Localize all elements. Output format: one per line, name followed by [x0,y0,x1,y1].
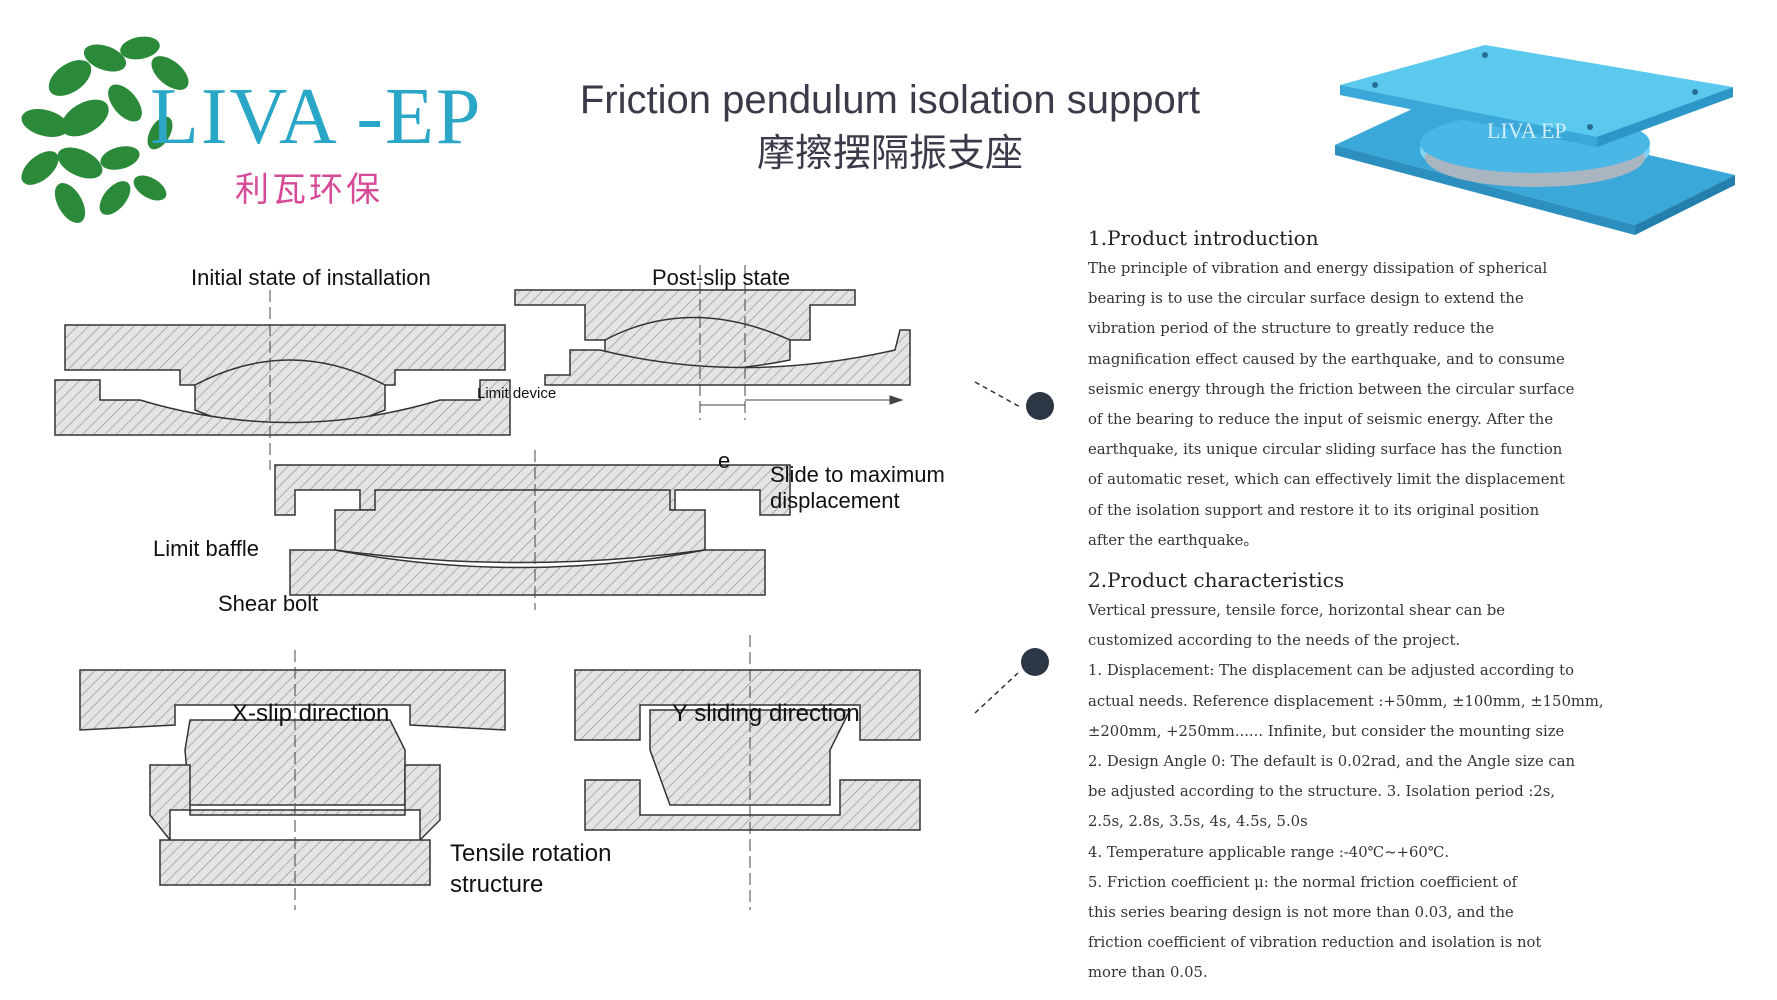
connector-lines [974,381,1023,714]
section-body-characteristics: Vertical pressure, tensile force, horizo… [1088,602,1604,982]
initial-bottom-plate [54,379,511,436]
x-slip-top-plate [79,669,506,731]
post-slip-top-plate [514,289,856,341]
label-slide-max-2: displacement [770,488,900,513]
baffle-slider [334,489,706,564]
product-brand-mark: LIVA EP [1487,118,1567,143]
label-limit-device: Limit device [477,385,557,402]
bullet-dot [1026,392,1054,420]
logo-brand: LIVA -EP [150,73,483,161]
label-initial-state: Initial state of installation [191,265,431,290]
label-e-symbol: e [718,448,731,473]
label-tensile-1: Tensile rotation [450,840,612,867]
baffle-bottom-plate [289,549,766,596]
y-slide-top-plate [574,669,921,741]
label-x-slip: X-slip direction [232,700,390,727]
label-limit-baffle: Limit baffle [153,536,259,561]
post-slip-bottom-plate [544,329,911,386]
bearing-3d-image [1335,45,1735,235]
page-title: Friction pendulum isolation support [579,78,1201,122]
y-slide-base [584,779,921,831]
text-column: 1.Product introduction The principle of … [1088,222,1648,989]
initial-top-plate [64,324,506,386]
page-title-cn: 摩擦摆隔振支座 [756,131,1023,175]
bullet-dot [1021,648,1049,676]
technical-drawings [54,265,921,910]
logo-brand-cn: 利瓦环保 [235,170,383,210]
section-title-intro: 1.Product introduction [1088,226,1319,250]
label-y-sliding: Y sliding direction [672,700,860,727]
section-body-intro: The principle of vibration and energy di… [1088,260,1575,549]
label-shear-bolt: Shear bolt [218,591,319,616]
label-tensile-2: structure [450,871,544,898]
label-post-slip: Post-slip state [652,265,791,290]
label-slide-max: Slide to maximum [770,462,945,487]
section-title-characteristics: 2.Product characteristics [1088,568,1345,593]
leaf-cluster-icon [21,36,189,223]
